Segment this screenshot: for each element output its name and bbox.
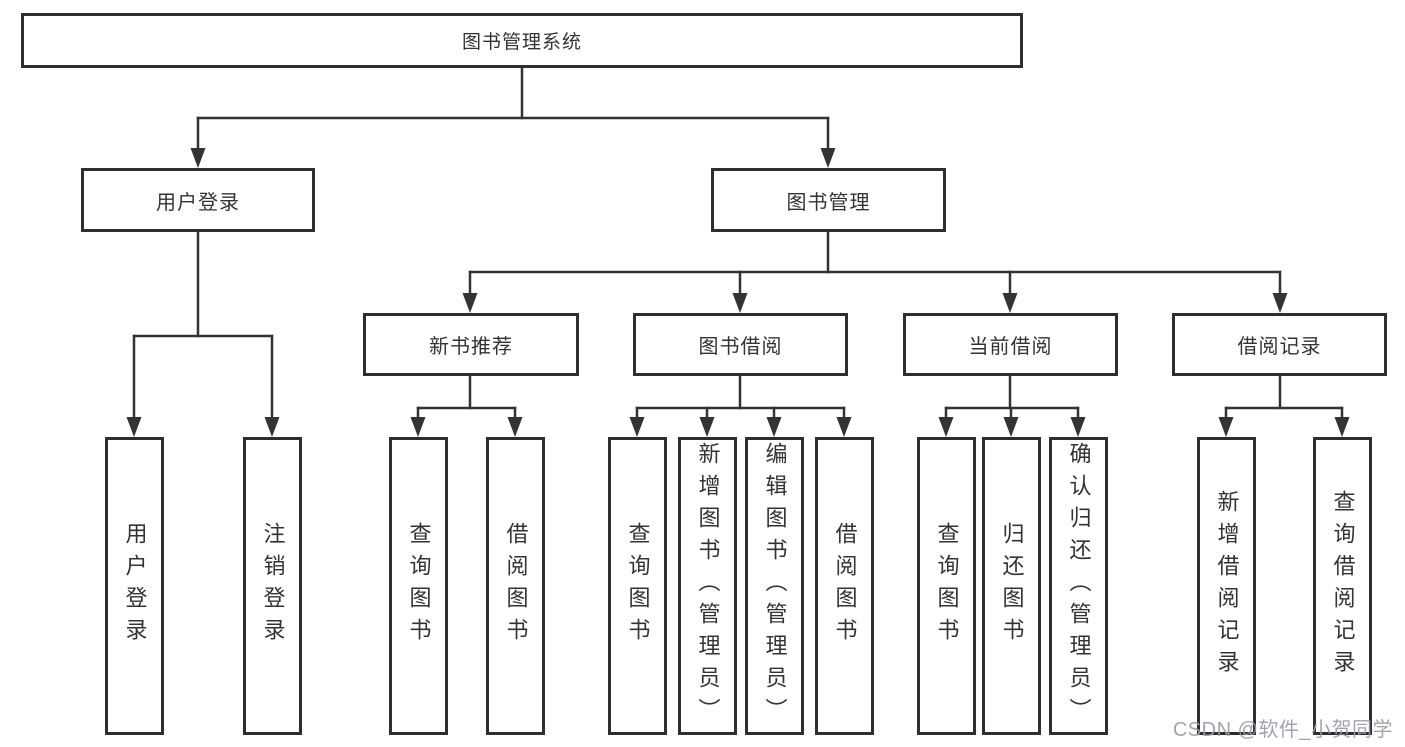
- node-label: 注销登录: [260, 522, 286, 650]
- leaf-query-books-recommend: 查询图书: [389, 437, 448, 735]
- node-book-borrowing: 图书借阅: [633, 313, 848, 376]
- leaf-user-login: 用户登录: [105, 437, 164, 735]
- node-label: 查询图书: [406, 522, 432, 650]
- node-book-management: 图书管理: [711, 168, 946, 232]
- leaf-logout: 注销登录: [243, 437, 302, 735]
- node-label: 借阅图书: [832, 522, 858, 650]
- node-label: 查询图书: [625, 522, 651, 650]
- node-label: 借阅记录: [1237, 336, 1322, 358]
- node-label: 确认归还（管理员）: [1066, 442, 1092, 730]
- node-label: 用户登录: [156, 191, 240, 214]
- leaf-confirm-return-admin: 确认归还（管理员）: [1049, 437, 1108, 735]
- node-label: 图书管理: [786, 191, 871, 214]
- leaf-add-books-admin: 新增图书（管理员）: [678, 437, 737, 735]
- leaf-add-borrow-record: 新增借阅记录: [1197, 437, 1256, 735]
- node-new-book-recommend: 新书推荐: [363, 313, 579, 376]
- node-label: 归还图书: [999, 522, 1025, 650]
- node-current-borrowing: 当前借阅: [903, 313, 1118, 376]
- leaf-borrow-books-recommend: 借阅图书: [486, 437, 545, 735]
- node-label: 图书管理系统: [461, 32, 582, 53]
- node-label: 编辑图书（管理员）: [762, 442, 788, 730]
- node-label: 查询借阅记录: [1330, 490, 1356, 682]
- leaf-query-books-borrowing: 查询图书: [608, 437, 667, 735]
- node-label: 新增图书（管理员）: [695, 442, 721, 730]
- node-label: 查询图书: [934, 522, 960, 650]
- node-label: 当前借阅: [968, 336, 1053, 358]
- csdn-watermark: CSDN @软件_小贺同学: [1172, 719, 1393, 741]
- node-borrowing-records: 借阅记录: [1172, 313, 1387, 376]
- node-user-login: 用户登录: [81, 168, 315, 232]
- leaf-edit-books-admin: 编辑图书（管理员）: [745, 437, 804, 735]
- node-label: 新书推荐: [429, 336, 513, 358]
- node-label: 用户登录: [122, 522, 148, 650]
- node-label: 新增借阅记录: [1214, 490, 1240, 682]
- node-book-management-system: 图书管理系统: [21, 13, 1023, 68]
- leaf-query-borrow-record: 查询借阅记录: [1313, 437, 1372, 735]
- node-label: 借阅图书: [503, 522, 529, 650]
- leaf-return-books: 归还图书: [982, 437, 1041, 735]
- leaf-borrow-books-borrowing: 借阅图书: [815, 437, 874, 735]
- leaf-query-books-current: 查询图书: [917, 437, 976, 735]
- node-label: 图书借阅: [698, 336, 783, 358]
